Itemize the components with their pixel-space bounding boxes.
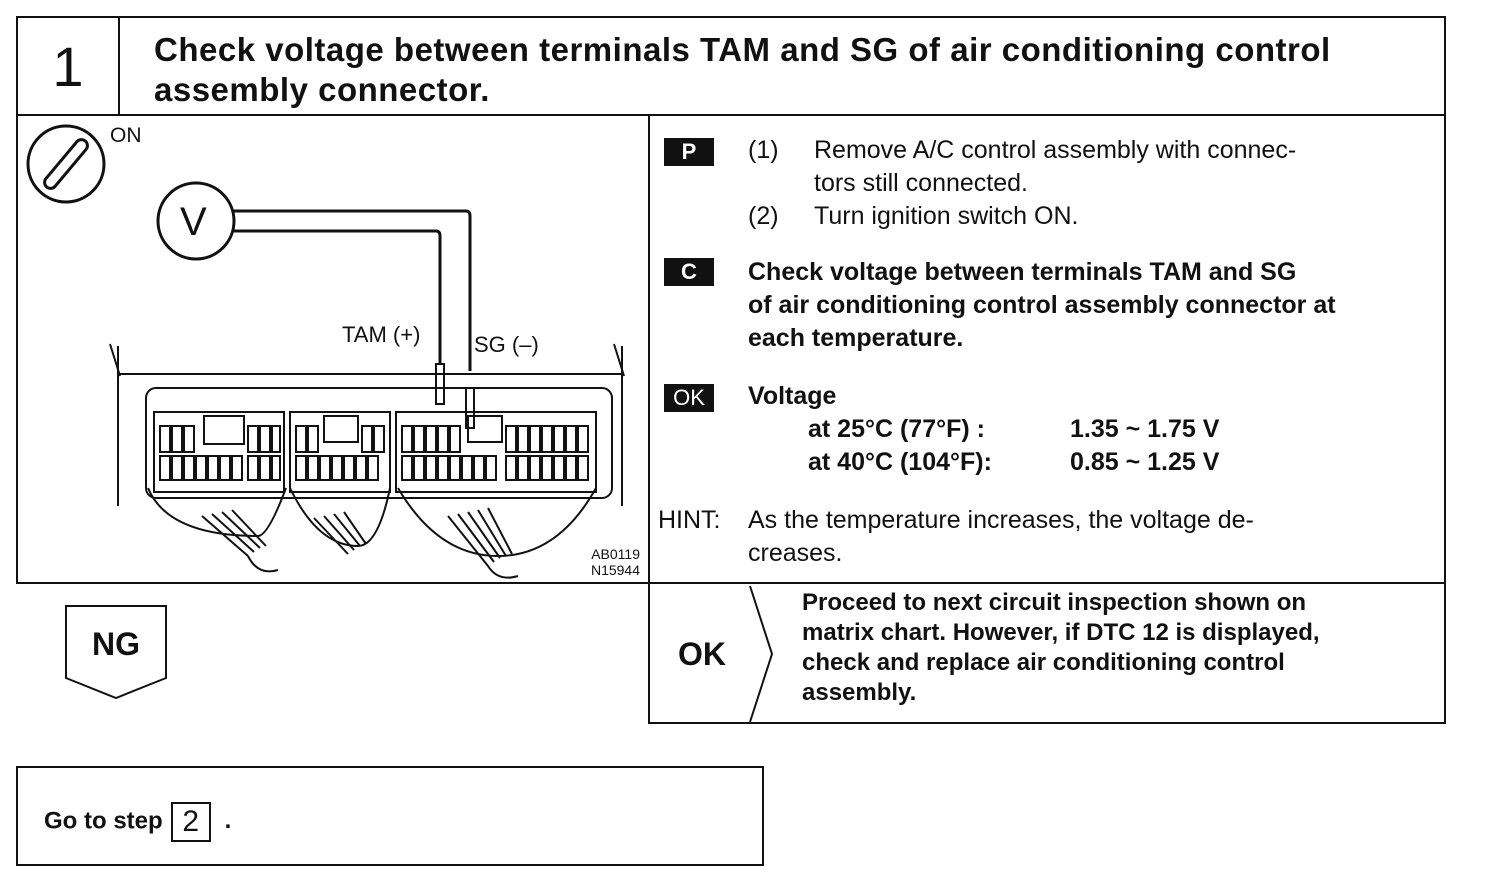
go-to-step-text: Go to step <box>44 807 163 835</box>
figure-code: AB0119 N15944 <box>566 546 640 578</box>
ng-outcome-label: NG <box>92 626 140 662</box>
check-line3: each temperature. <box>748 324 964 352</box>
prep-item1-line1: Remove A/C control assembly with connec- <box>814 136 1297 164</box>
ok-spec-row2-value: 0.85 ~ 1.25 V <box>1070 448 1220 476</box>
hint-label: HINT: <box>658 506 721 534</box>
ng-arrow-icon <box>65 605 167 700</box>
ok-outcome-line2: matrix chart. However, if DTC 12 is disp… <box>802 619 1320 646</box>
check-badge: C <box>664 258 714 286</box>
ok-outcome-line4: assembly. <box>802 679 917 706</box>
ng-outcome: NG <box>64 604 168 700</box>
go-to-step-number[interactable]: 2 <box>170 802 211 842</box>
connector-illustration <box>26 124 625 579</box>
ignition-switch-icon <box>26 124 106 204</box>
ok-arrow-icon <box>749 585 774 723</box>
probe-negative-label: SG (–) <box>474 332 539 357</box>
ok-spec-row2-label: at 40°C (104°F): <box>808 448 992 476</box>
step-header: 1 Check voltage between terminals TAM an… <box>16 16 1446 116</box>
step-number: 1 <box>18 18 120 114</box>
ok-spec-heading: Voltage <box>748 382 837 410</box>
voltmeter-label: V <box>180 200 207 244</box>
ok-outcome-label: OK <box>678 636 726 672</box>
prep-item1-num: (1) <box>748 136 779 164</box>
step-title: Check voltage between terminals TAM and … <box>154 31 1331 108</box>
prep-item2-num: (2) <box>748 202 779 230</box>
check-line1: Check voltage between terminals TAM and … <box>748 258 1297 286</box>
instruction-panel: P (1) Remove A/C control assembly with c… <box>648 114 1446 584</box>
hint-line2: creases. <box>748 539 843 567</box>
figure-code-1: AB0119 <box>591 546 640 562</box>
ok-outcome-text: Proceed to next circuit inspection shown… <box>802 588 1422 708</box>
check-line2: of air conditioning control assembly con… <box>748 291 1336 319</box>
go-to-step-dot: . <box>224 807 232 835</box>
ok-outcome: OK Proceed to next circuit inspection sh… <box>648 582 1446 724</box>
prep-item1-line2: tors still connected. <box>814 169 1028 197</box>
prep-item2-text: Turn ignition switch ON. <box>814 202 1079 230</box>
wiring-figure: ON V TAM (+) SG (–) AB0119 N15944 <box>16 114 650 584</box>
ok-spec-row1-value: 1.35 ~ 1.75 V <box>1070 415 1220 443</box>
figure-code-2: N15944 <box>590 562 640 578</box>
ignition-on-label: ON <box>110 124 142 147</box>
prep-badge: P <box>664 138 714 166</box>
probe-positive-label: TAM (+) <box>342 322 421 347</box>
ok-spec-row1-label: at 25°C (77°F) : <box>808 415 985 443</box>
voltmeter-icon <box>156 181 236 261</box>
hint-line1: As the temperature increases, the voltag… <box>748 506 1254 534</box>
ok-outcome-line3: check and replace air conditioning contr… <box>802 649 1285 676</box>
ok-spec-badge: OK <box>664 384 714 412</box>
ok-outcome-line1: Proceed to next circuit inspection shown… <box>802 589 1307 616</box>
